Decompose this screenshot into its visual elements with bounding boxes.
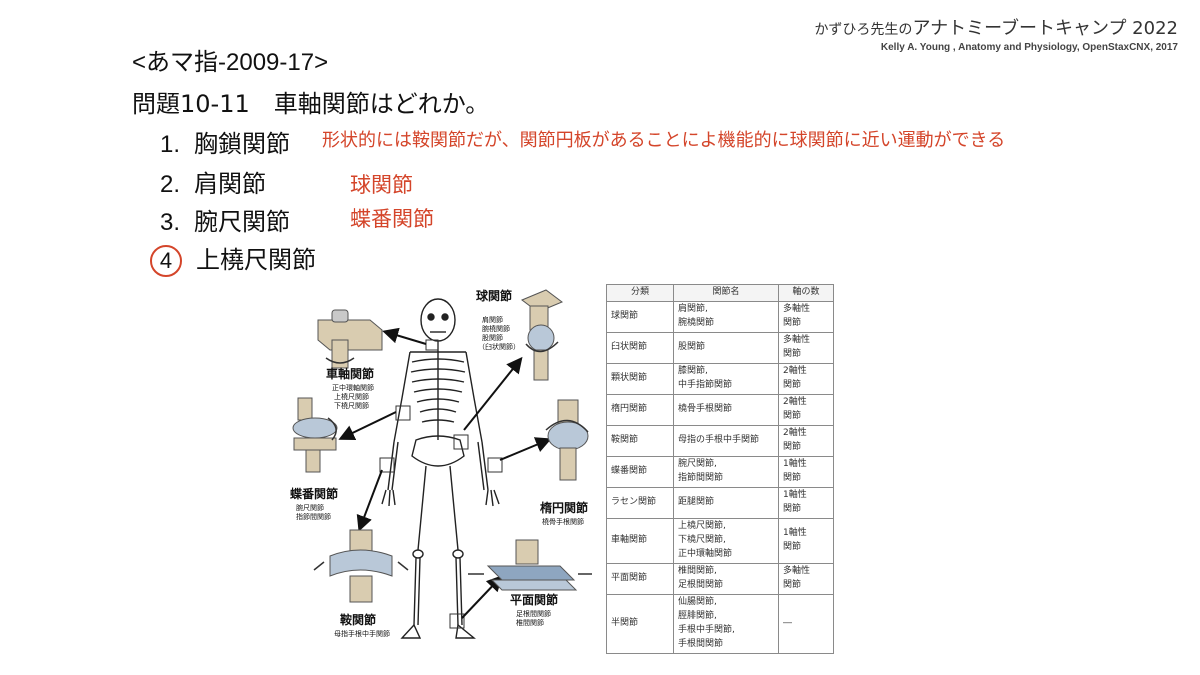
table-cell-class: 顆状関節 [606, 362, 674, 395]
question-source: <あマ指-2009-17> [132, 49, 329, 76]
label-hinge-joint-sub1: 腕尺関節 [296, 503, 324, 512]
table-header-row: 分類 関節名 軸の数 [606, 284, 834, 302]
option-1-label: 胸鎖関節 [194, 130, 290, 158]
correct-answer-circle: 4 [150, 245, 182, 277]
option-1[interactable]: 1. 胸鎖関節 [146, 124, 290, 159]
table-cell-joint-name: 股関節 [673, 331, 779, 364]
label-ball-joint-sub2: 腕橈関節 [482, 324, 510, 333]
label-plane-joint: 平面関節 [510, 592, 558, 607]
table-cell-class: 平面関節 [606, 562, 674, 595]
table-row: 顆状関節 膝関節, 中手指節関節 2軸性 関節 [606, 362, 834, 395]
table-cell-joint-name: 膝関節, 中手指節関節 [673, 362, 779, 395]
table-cell-joint-name: 母指の手根中手関節 [673, 424, 779, 457]
table-row: 車軸関節 上橈尺関節, 下橈尺関節, 正中環軸関節 1軸性 関節 [606, 517, 834, 564]
brand-title-small: かずひろ先生の [814, 22, 913, 38]
option-2-label: 肩関節 [194, 170, 266, 198]
table-cell-class: 蝶番関節 [606, 455, 674, 488]
label-hinge-joint: 蝶番関節 [290, 486, 338, 501]
question-text: 問題10-11 車軸関節はどれか。 [132, 90, 490, 118]
brand-title-big: アナトミーブートキャンプ 2022 [912, 18, 1178, 39]
label-plane-joint-sub2: 椎間関節 [516, 618, 544, 627]
option-2[interactable]: 2. 肩関節 [146, 164, 266, 199]
table-cell-joint-name: 椎間関節, 足根間関節 [673, 562, 779, 595]
label-saddle-joint: 鞍関節 [340, 612, 376, 627]
table-header-class: 分類 [606, 284, 674, 302]
label-hinge-joint-sub2: 指節間関節 [296, 512, 331, 521]
brand-credit: Kelly A. Young , Anatomy and Physiology,… [880, 42, 1178, 53]
table-row: 半関節 仙腸関節, 脛腓関節, 手根中手関節, 手根間関節 ― [606, 593, 834, 655]
table-cell-axis: 2軸性 関節 [778, 362, 834, 395]
hinge-joint-model [292, 397, 338, 473]
note-option-1: 形状的には鞍関節だが、関節円板があることによ機能的に球関節に近い運動ができる [322, 130, 1006, 151]
table-cell-axis: 多軸性 関節 [778, 562, 834, 595]
table-cell-class: 車軸関節 [606, 517, 674, 564]
note-option-3: 蝶番関節 [350, 207, 434, 231]
option-4-correct[interactable]: 4 上橈尺関節 [150, 240, 316, 277]
table-cell-class: 半関節 [606, 593, 674, 655]
label-ball-joint: 球関節 [476, 288, 512, 303]
table-cell-class: 臼状関節 [606, 331, 674, 364]
table-cell-joint-name: 仙腸関節, 脛腓関節, 手根中手関節, 手根間関節 [673, 593, 779, 655]
brand-title: かずひろ先生のアナトミーブートキャンプ 2022 [814, 14, 1178, 40]
table-cell-joint-name: 肩関節, 腕橈関節 [673, 300, 779, 333]
label-ball-joint-sub3: 股関節 [482, 333, 503, 342]
table-cell-class: ラセン関節 [606, 486, 674, 519]
table-row: 平面関節 椎間関節, 足根間関節 多軸性 関節 [606, 562, 834, 595]
table-cell-axis: 1軸性 関節 [778, 486, 834, 519]
table-cell-axis: 多軸性 関節 [778, 331, 834, 364]
label-ball-joint-sub1: 肩関節 [482, 315, 503, 324]
table-row: 臼状関節 股関節 多軸性 関節 [606, 331, 834, 364]
ball-joint-model [521, 289, 563, 381]
note-option-2: 球関節 [350, 173, 413, 197]
label-pivot-joint: 車軸関節 [326, 366, 374, 381]
label-ellipsoid-joint-sub1: 橈骨手根関節 [542, 517, 584, 526]
label-ball-joint-sub4: （臼状関節） [478, 342, 520, 351]
joint-location-boxes [379, 339, 503, 629]
table-row: 楕円関節 橈骨手根関節 2軸性 関節 [606, 393, 834, 426]
label-saddle-joint-sub1: 母指手根中手関節 [334, 629, 390, 638]
brand-header: かずひろ先生のアナトミーブートキャンプ 2022 Kelly A. Young … [814, 14, 1178, 53]
joint-arrows [338, 327, 552, 619]
table-cell-joint-name: 上橈尺関節, 下橈尺関節, 正中環軸関節 [673, 517, 779, 564]
pivot-joint-model [317, 309, 383, 369]
table-header-axis: 軸の数 [778, 284, 834, 302]
option-3-number: 3. [159, 209, 180, 236]
table-cell-joint-name: 橈骨手根関節 [673, 393, 779, 426]
table-cell-axis: 1軸性 関節 [778, 517, 834, 564]
label-pivot-joint-sub2: 上橈尺関節 [334, 392, 369, 401]
label-pivot-joint-sub3: 下橈尺関節 [334, 401, 369, 410]
ellipsoid-joint-model [545, 399, 589, 481]
joint-classification-table: 分類 関節名 軸の数 球関節 肩関節, 腕橈関節 多軸性 関節 臼状関節 股関節… [606, 284, 834, 655]
table-row: ラセン関節 距腿関節 1軸性 関節 [606, 486, 834, 519]
label-plane-joint-sub1: 足根間関節 [516, 609, 551, 618]
table-row: 蝶番関節 腕尺関節, 指節間関節 1軸性 関節 [606, 455, 834, 488]
table-cell-joint-name: 距腿関節 [673, 486, 779, 519]
table-cell-class: 球関節 [606, 300, 674, 333]
option-3-label: 腕尺関節 [194, 208, 290, 236]
table-row: 球関節 肩関節, 腕橈関節 多軸性 関節 [606, 300, 834, 333]
table-cell-axis: 2軸性 関節 [778, 424, 834, 457]
table-cell-axis: 1軸性 関節 [778, 455, 834, 488]
table-cell-class: 楕円関節 [606, 393, 674, 426]
joint-types-figure: 球関節 肩関節 腕橈関節 股関節 （臼状関節） 車軸関節 正中環軸関節 上橈尺関… [290, 288, 592, 639]
label-ellipsoid-joint: 楕円関節 [540, 500, 588, 515]
table-row: 鞍関節 母指の手根中手関節 2軸性 関節 [606, 424, 834, 457]
option-1-number: 1. [159, 131, 180, 158]
table-header-joint-name: 関節名 [673, 284, 779, 302]
table-cell-axis: ― [778, 593, 834, 655]
table-cell-joint-name: 腕尺関節, 指節間関節 [673, 455, 779, 488]
label-pivot-joint-sub1: 正中環軸関節 [332, 383, 374, 392]
plane-joint-model [468, 539, 592, 591]
option-3[interactable]: 3. 腕尺関節 [146, 202, 290, 237]
table-cell-axis: 多軸性 関節 [778, 300, 834, 333]
table-cell-axis: 2軸性 関節 [778, 393, 834, 426]
saddle-joint-model [313, 529, 409, 603]
option-4-label: 上橈尺関節 [196, 246, 316, 274]
option-2-number: 2. [159, 171, 180, 198]
table-cell-class: 鞍関節 [606, 424, 674, 457]
